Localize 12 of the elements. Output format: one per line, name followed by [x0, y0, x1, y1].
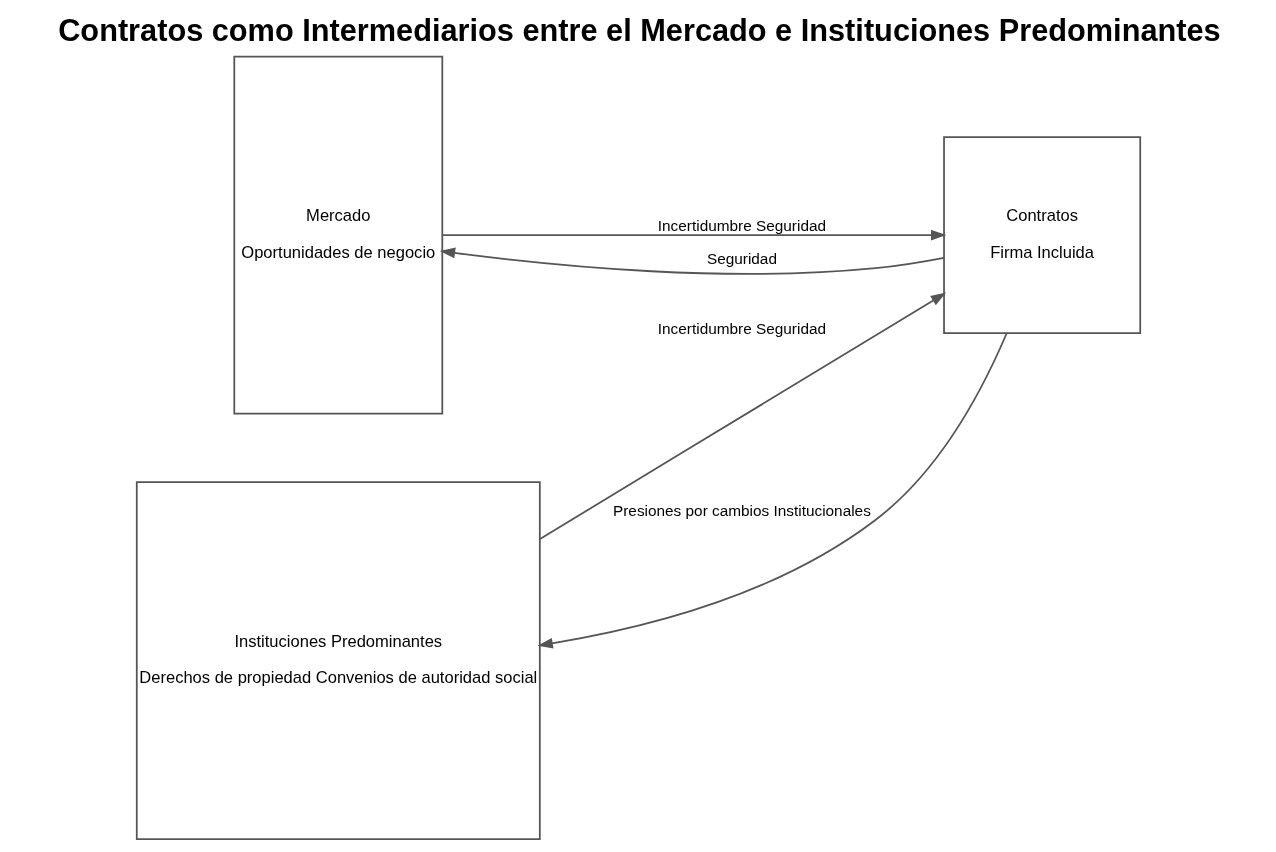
arrow: [441, 229, 946, 241]
diagram-title: Contratos como Intermediarios entre el Mercado e Instituciones Predominantes: [57, 13, 1221, 49]
edge-label: Presiones por cambios Institucionales: [612, 501, 871, 519]
edge-label: Seguridad: [706, 249, 777, 267]
arrow: [536, 332, 1007, 649]
node-box: Instituciones Predominantes Derechos de propiedad Convenios de autoridad social: [135, 481, 541, 840]
edge-label: Incertidumbre Seguridad: [657, 216, 826, 234]
node-box: Contratos Firma Incluida: [942, 136, 1141, 335]
node-box: Mercado Oportunidades de negocio: [232, 55, 443, 415]
edge-label: Incertidumbre Seguridad: [657, 319, 826, 337]
arrow: [538, 292, 946, 540]
arrow: [439, 247, 945, 275]
